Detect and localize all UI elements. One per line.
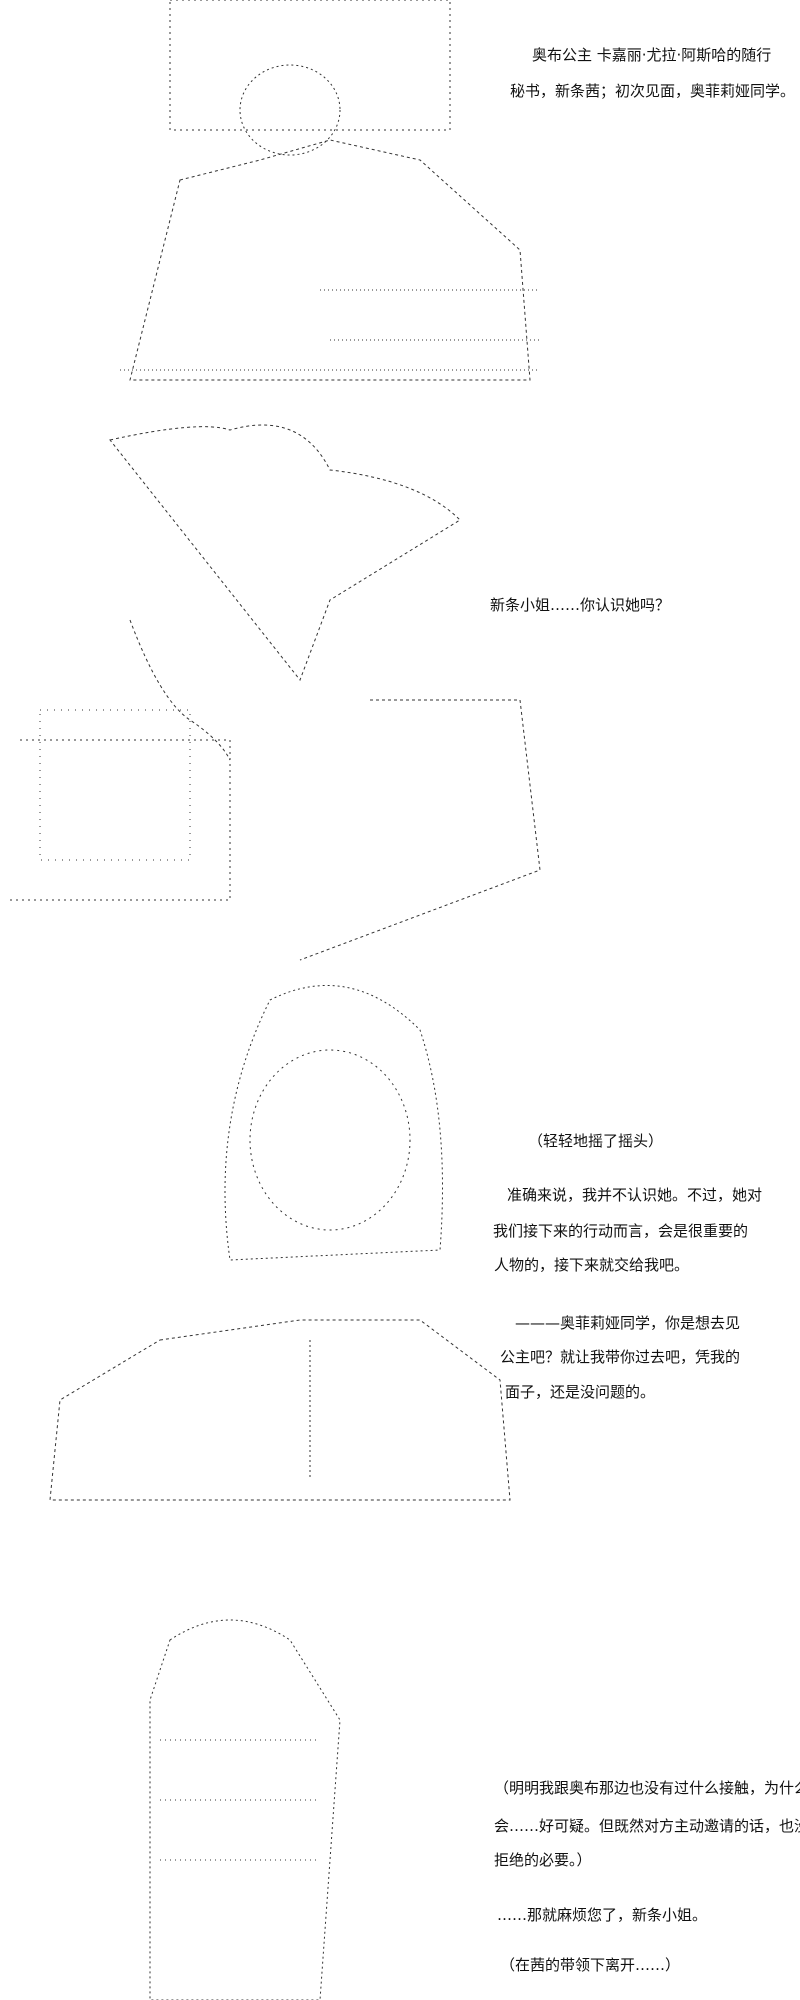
caption-line: 准确来说，我并不认识她。不过，她对 xyxy=(507,1186,763,1204)
caption-line: 人物的，接下来就交给我吧。 xyxy=(494,1256,690,1274)
ascii-art-panel-1 xyxy=(120,0,540,381)
caption-line: 会……好可疑。但既然对方主动邀请的话，也没有 xyxy=(494,1817,800,1835)
caption-line: （明明我跟奥布那边也没有过什么接触，为什么她 xyxy=(494,1779,800,1797)
caption-line: 面子，还是没问题的。 xyxy=(505,1383,656,1401)
caption-line: 奥布公主 卡嘉丽·尤拉·阿斯哈的随行 xyxy=(532,46,772,64)
caption-line: 秘书，新条茜；初次见面，奥菲莉娅同学。 xyxy=(510,82,796,100)
caption-line: ……那就麻烦您了，新条小姐。 xyxy=(497,1906,708,1924)
caption-line: 拒绝的必要。） xyxy=(494,1851,592,1869)
caption-line: 我们接下来的行动而言，会是很重要的 xyxy=(493,1222,749,1240)
caption-line: 新条小姐……你认识她吗？ xyxy=(490,596,671,614)
ascii-art-panel-3 xyxy=(49,984,511,1501)
caption-line: （轻轻地摇了摇头） xyxy=(528,1132,664,1150)
caption-line: ———奥菲莉娅同学，你是想去见 xyxy=(515,1314,741,1332)
caption-line: 公主吧？就让我带你过去吧，凭我的 xyxy=(500,1348,741,1366)
ascii-art-panel-2 xyxy=(10,424,541,961)
caption-line: （在茜的带领下离开……） xyxy=(500,1956,681,1974)
ascii-art-panel-4 xyxy=(149,1619,341,2000)
